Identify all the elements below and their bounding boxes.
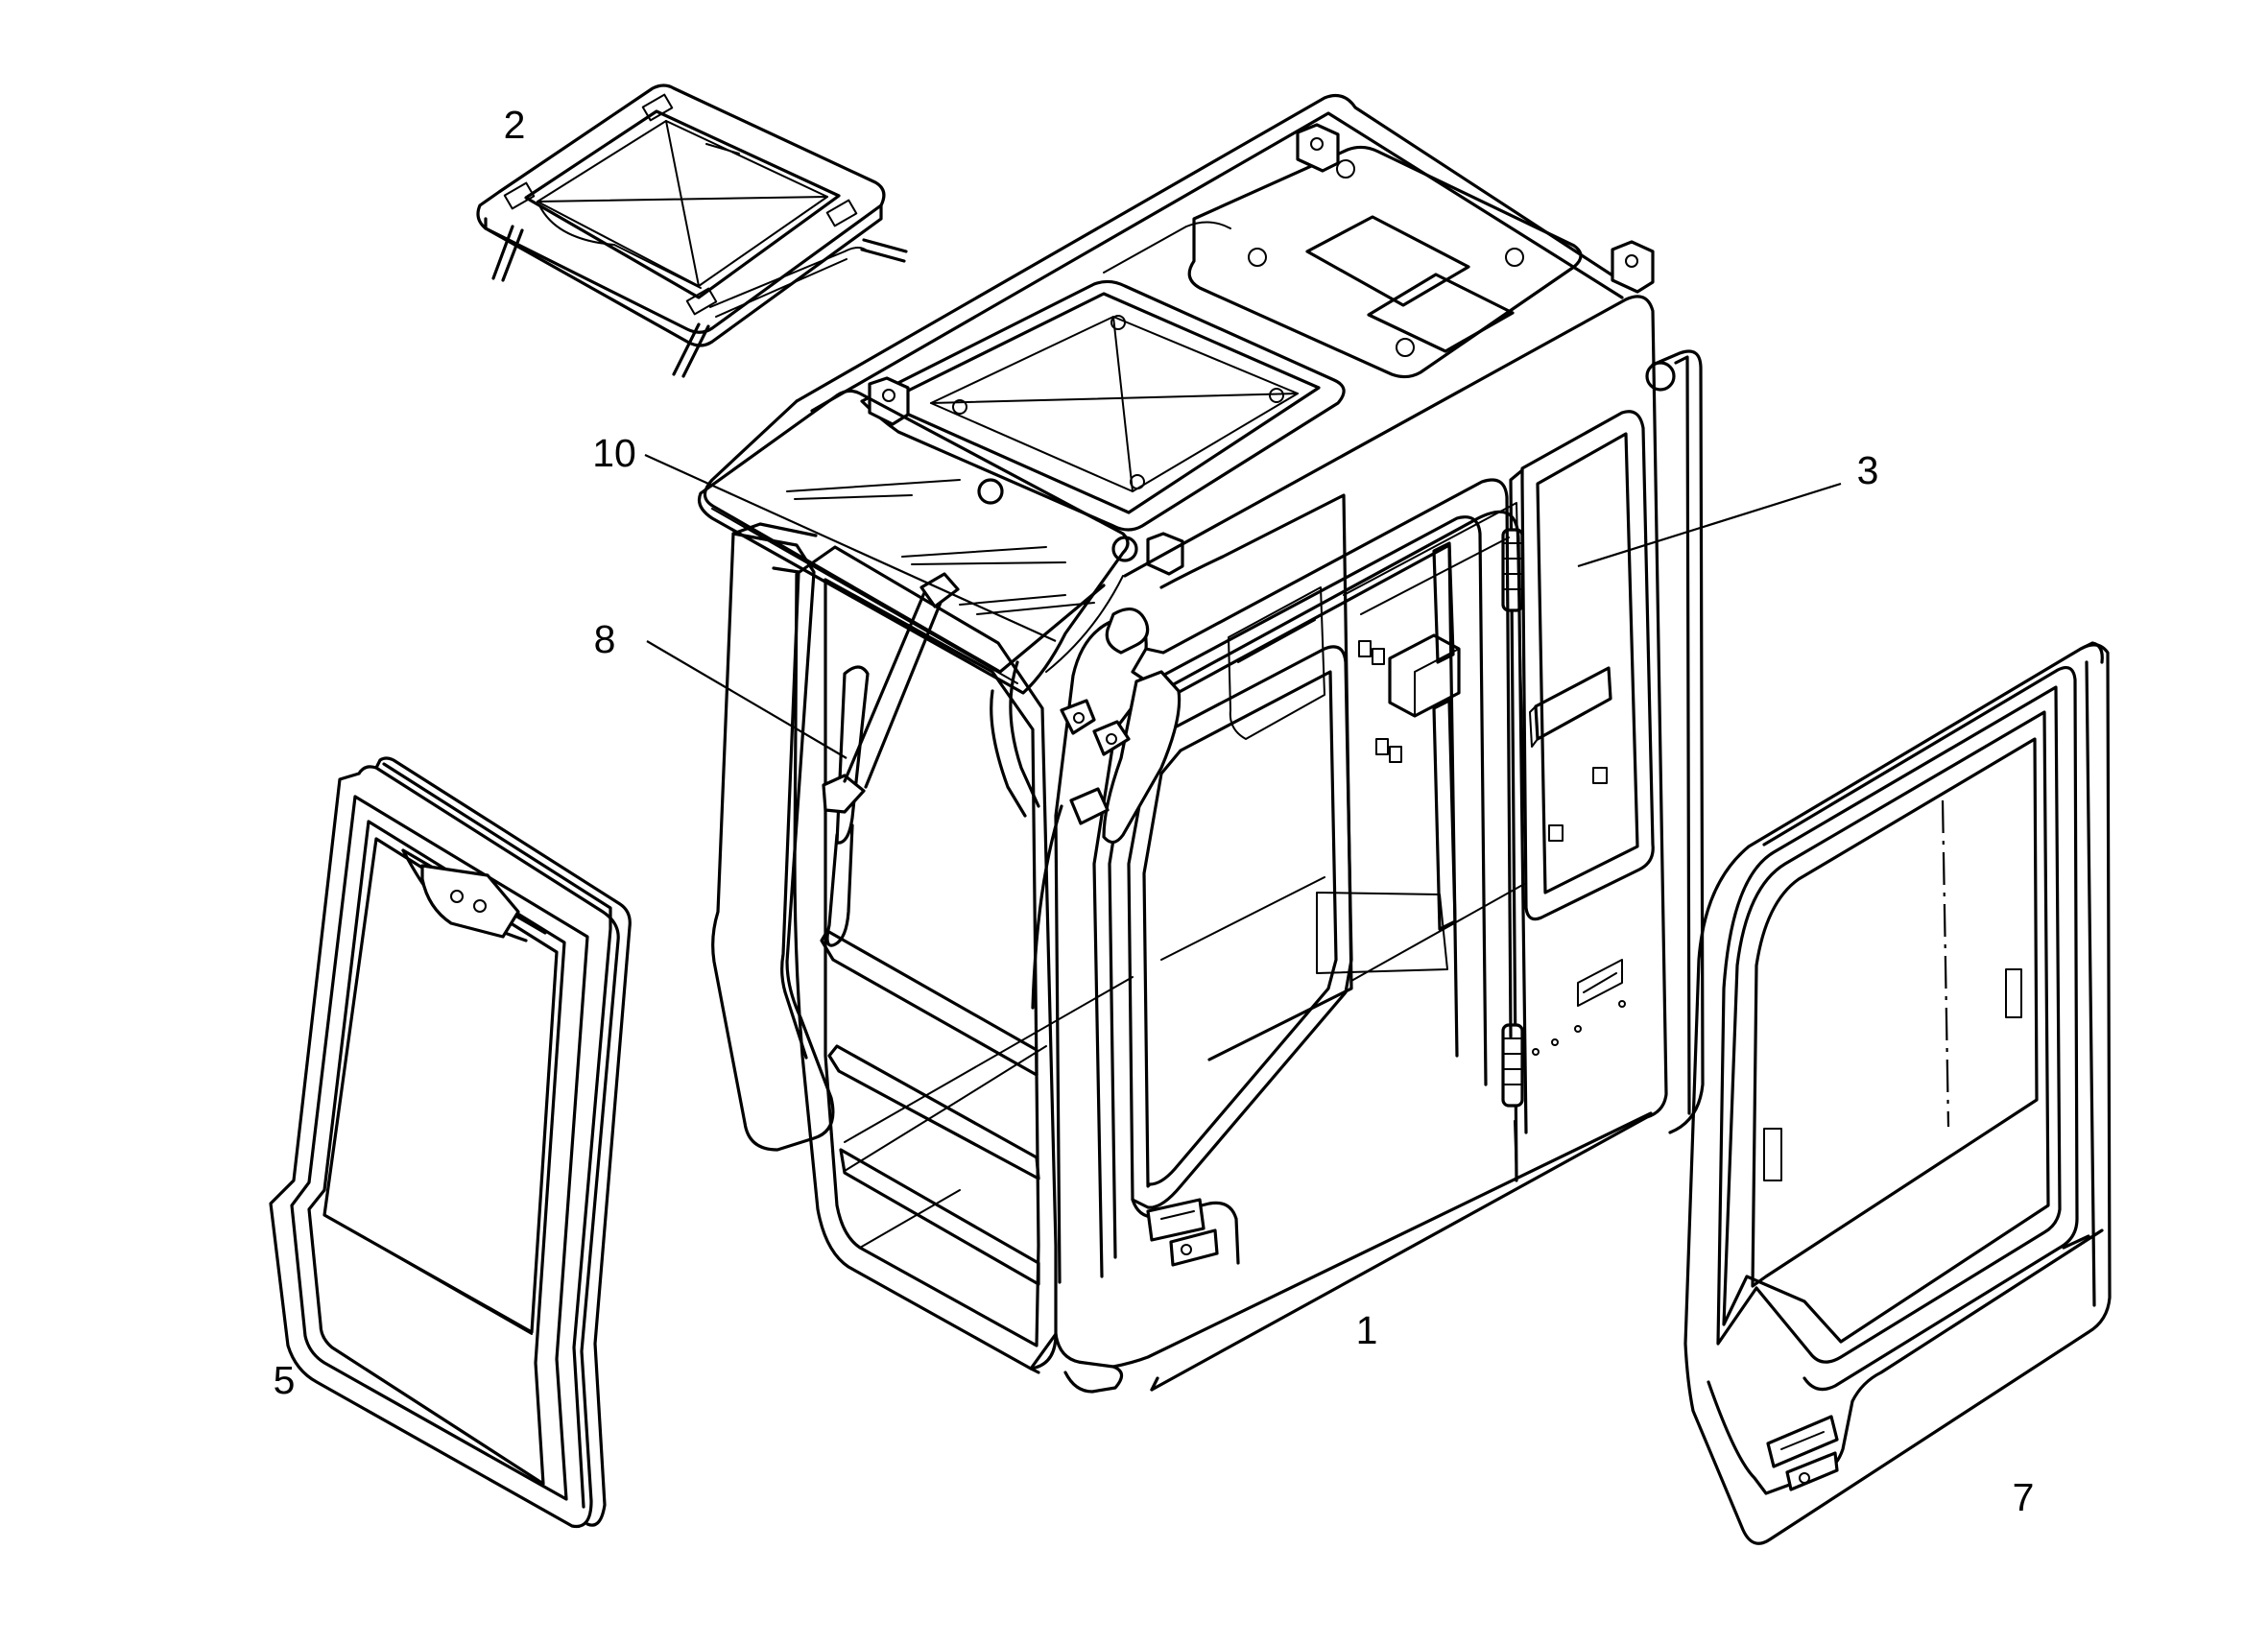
callout-3: 3 — [1857, 448, 1879, 492]
callout-8: 8 — [594, 617, 616, 661]
leader-3 — [1577, 482, 1842, 568]
leader-10 — [644, 453, 1057, 643]
door-part-7 — [1683, 641, 2112, 1545]
leader-8 — [646, 640, 848, 759]
callout-10: 10 — [592, 431, 636, 475]
callout-5: 5 — [274, 1358, 296, 1402]
cab-body-part-1 — [697, 94, 1705, 1394]
callout-7: 7 — [2013, 1475, 2035, 1519]
front-window-part-5 — [269, 756, 632, 1529]
callout-labels: 2 10 3 8 1 5 7 — [274, 103, 2035, 1519]
callout-1: 1 — [1356, 1308, 1378, 1352]
callout-2: 2 — [504, 103, 526, 147]
roof-hatch-part-2 — [476, 83, 908, 378]
leader-lines — [644, 453, 1842, 759]
